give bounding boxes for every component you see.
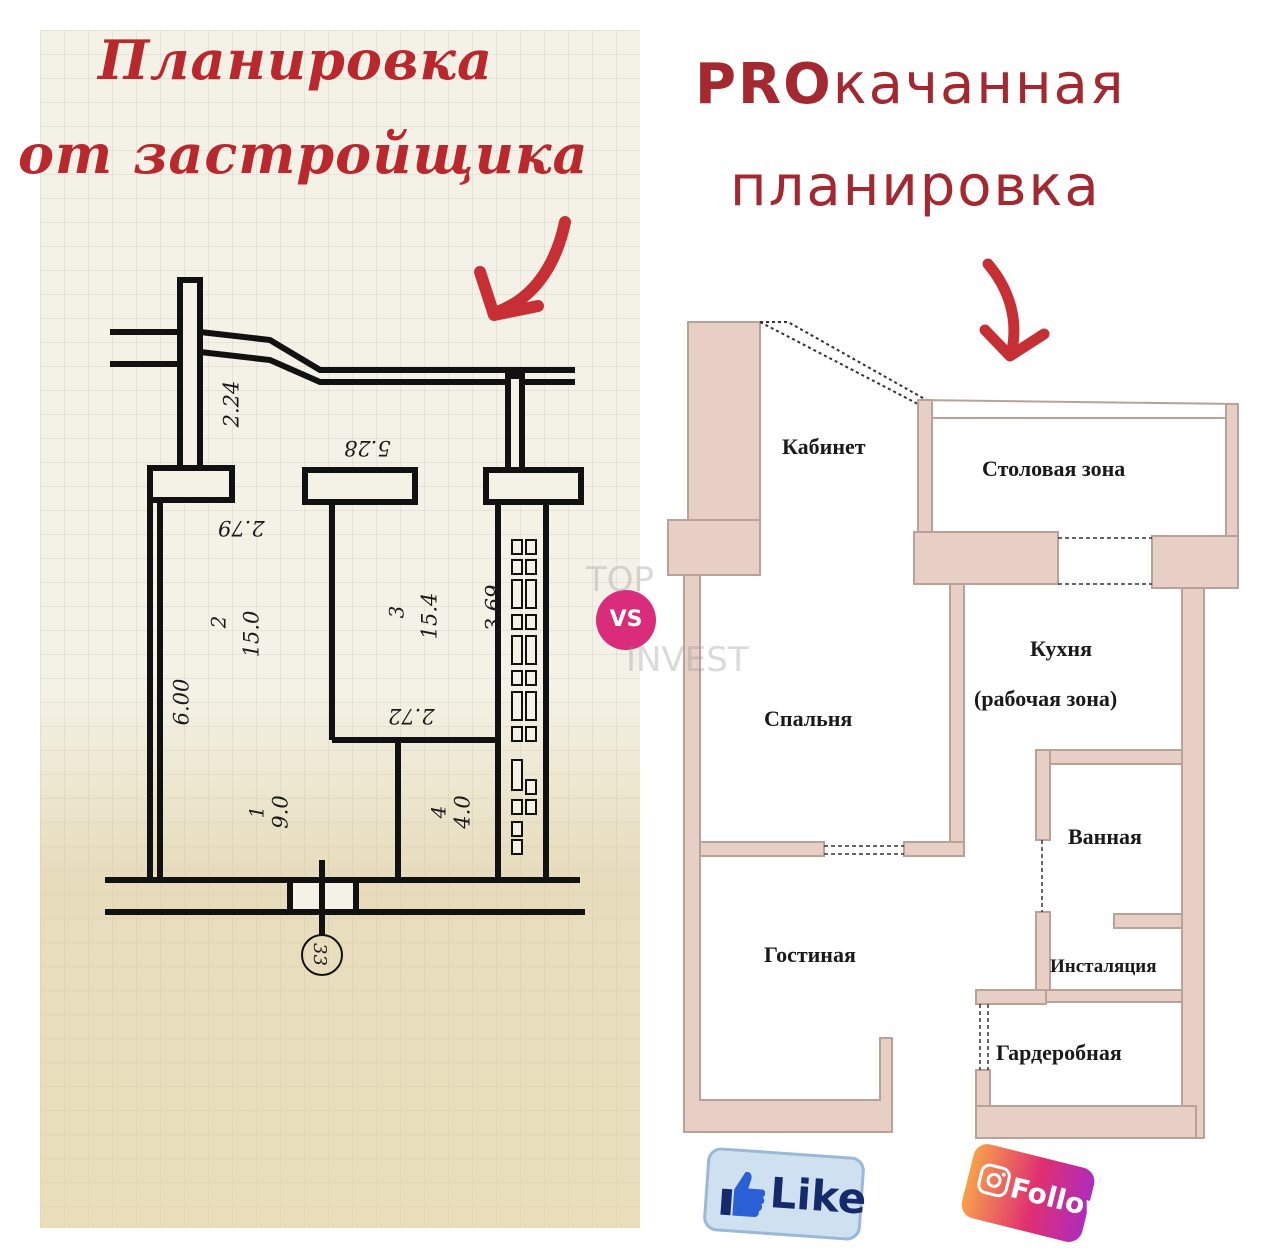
- room-living: Гостиная: [764, 942, 856, 967]
- room-1-area: 9.0: [268, 795, 293, 829]
- redesign-title-line1: PROкачанная: [695, 52, 1126, 117]
- dim-3-69: 3.69: [481, 584, 506, 632]
- room-kitchen-line2: (рабочая зона): [974, 686, 1118, 711]
- right-arrow-icon: [979, 258, 1050, 362]
- follow-badge[interactable]: Follow: [958, 1141, 1113, 1245]
- room-dining: Столовая зона: [982, 456, 1126, 481]
- room-3-number: 3: [384, 605, 409, 619]
- redesign-title-line2: планировка: [730, 154, 1101, 219]
- ventilation-blocks: [511, 539, 537, 855]
- watermark-logo: VS: [596, 590, 656, 650]
- room-kitchen-line1: Кухня: [1030, 636, 1092, 661]
- room-cabinet: Кабинет: [782, 434, 866, 459]
- dim-2-79: 2.79: [218, 516, 265, 540]
- watermark-word-top: TOP: [586, 560, 655, 600]
- room-3-area: 15.4: [417, 592, 442, 640]
- developer-plan-panel: [40, 30, 640, 1228]
- dim-2-72: 2.72: [388, 704, 435, 728]
- room-installation: Инсталяция: [1050, 956, 1157, 977]
- left-arrow-icon: [474, 216, 571, 321]
- like-badge[interactable]: Like: [702, 1146, 868, 1242]
- room-wardrobe: Гардеробная: [996, 1040, 1122, 1065]
- room-4-number: 4: [426, 805, 451, 819]
- room-2-area: 15.0: [239, 610, 264, 658]
- room-4-area: 4.0: [450, 795, 475, 829]
- instagram-icon: [977, 1163, 1011, 1198]
- axis-label: 33: [308, 943, 330, 966]
- developer-floorplan: [105, 277, 585, 976]
- dim-5-28: 5.28: [344, 436, 391, 460]
- like-label: Like: [768, 1168, 868, 1224]
- dim-2-24: 2.24: [219, 380, 244, 428]
- redesigned-floorplan: [667, 321, 1239, 1139]
- developer-plan-title-line2: от застройщика: [18, 122, 589, 186]
- dim-6-00: 6.00: [169, 678, 194, 726]
- redesign-title-pro: PRO: [695, 52, 833, 117]
- developer-plan-title-line1: Планировка: [98, 28, 493, 92]
- thumbs-up-icon: [720, 1171, 766, 1217]
- room-1-number: 1: [244, 805, 269, 819]
- room-bedroom: Спальня: [764, 706, 853, 731]
- room-2-number: 2: [206, 615, 231, 629]
- redesign-title-rest: качанная: [832, 52, 1126, 117]
- room-bath: Ванная: [1068, 824, 1142, 849]
- door-openings: [824, 537, 1152, 1070]
- watermark-word-invest: INVEST: [626, 640, 749, 680]
